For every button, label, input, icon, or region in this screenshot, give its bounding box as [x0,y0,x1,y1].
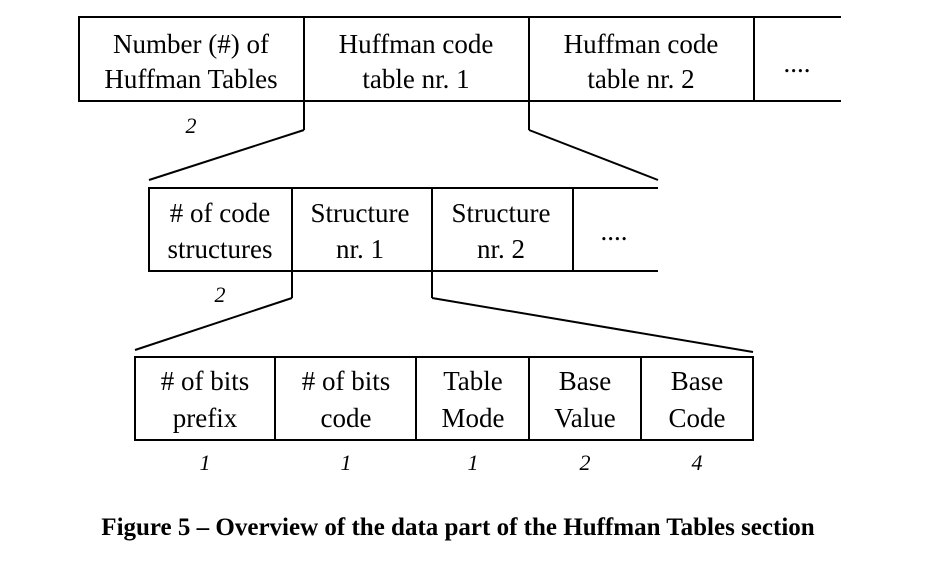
expansion-line [431,297,754,353]
field-size-label: 2 [186,113,197,138]
figure-caption: Figure 5 – Overview of the data part of … [101,514,814,541]
table-mode-label: Table [443,366,503,396]
expansion-lines-structure-1 [134,272,754,353]
bits-code-label: code [321,403,372,433]
expansion-lines-table-1 [148,102,659,181]
huffman-code-table-1-label: table nr. 1 [362,64,469,94]
row-huffman-tables: Number (#) of Huffman Tables Huffman cod… [78,16,841,138]
field-size-label: 2 [580,450,591,475]
base-code-label: Code [669,403,726,433]
number-of-code-structures-label: structures [168,234,273,264]
continuation-ellipsis: .... [784,48,811,78]
continuation-ellipsis: .... [601,216,628,246]
field-size-label: 1 [341,450,352,475]
expansion-line [148,129,305,181]
huffman-code-table-1-label: Huffman code [339,29,494,59]
field-size-label: 2 [215,282,226,307]
structure-1-label: nr. 1 [336,234,384,264]
structure-2-label: Structure [452,198,551,228]
huffman-code-table-2-label: Huffman code [564,29,719,59]
huffman-code-table-2-label: table nr. 2 [587,64,694,94]
field-size-label: 1 [468,450,479,475]
base-code-label: Base [671,366,724,396]
base-value-label: Base [559,366,612,396]
structure-1-label: Structure [311,198,410,228]
row-code-structures: # of code structures Structure nr. 1 Str… [148,187,658,307]
expansion-line [528,129,659,181]
bits-code-label: # of bits [302,366,391,396]
expansion-line [134,297,293,351]
structure-2-label: nr. 2 [477,234,525,264]
field-size-label: 1 [200,450,211,475]
row-structure-fields: # of bits prefix # of bits code Table Mo… [134,356,754,475]
row3-border [134,356,754,441]
number-of-huffman-tables-label: Huffman Tables [104,64,277,94]
bits-prefix-label: # of bits [161,366,250,396]
bits-prefix-label: prefix [173,403,238,433]
number-of-code-structures-label: # of code [170,198,270,228]
number-of-huffman-tables-label: Number (#) of [113,29,269,59]
table-mode-label: Mode [442,403,505,433]
base-value-label: Value [554,403,615,433]
field-size-label: 4 [692,450,703,475]
